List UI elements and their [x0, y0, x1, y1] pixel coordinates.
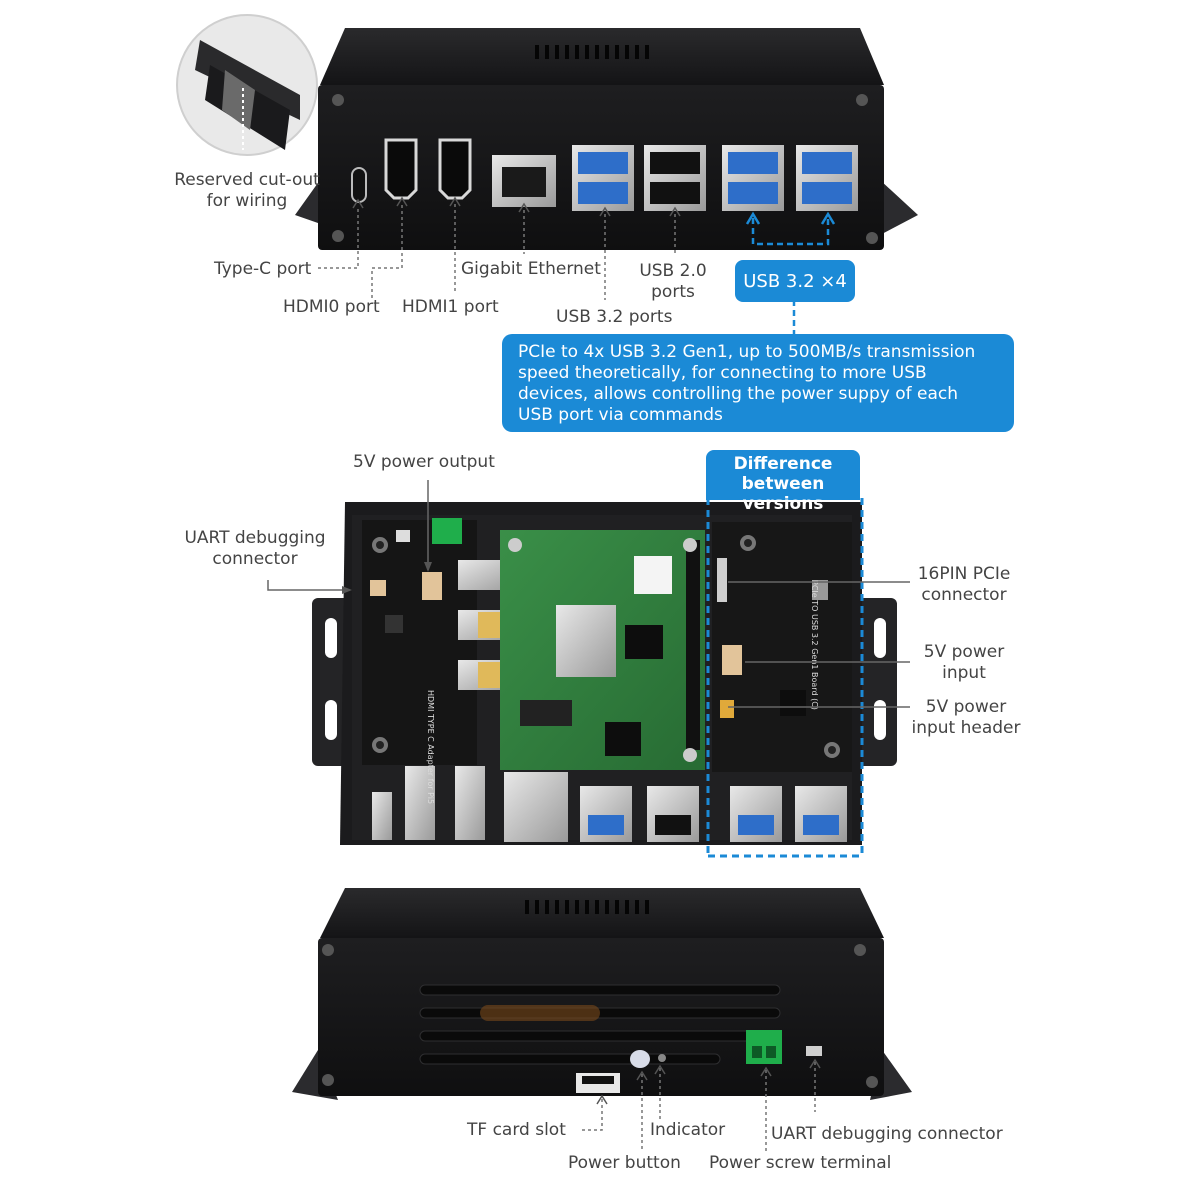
power-button: [630, 1050, 650, 1068]
pcie16-label: 16PIN PCIe connector: [917, 564, 1011, 605]
usb32-label: USB 3.2 ports: [556, 307, 673, 327]
difference-box: [706, 498, 864, 858]
hdmi-adapter-board: [362, 520, 477, 765]
power-output-terminal: [432, 518, 462, 544]
power-screw-terminal: [746, 1030, 782, 1064]
hdmi-adapter-print: HDMI TYPE C Adapter for Pi5: [426, 690, 435, 804]
rear-leaders: [582, 1062, 816, 1152]
gpio-header: [686, 540, 700, 750]
uart-debug-bottom-label: UART debugging connector: [771, 1124, 1003, 1144]
usb20-label: USB 2.0 ports: [639, 261, 707, 302]
gigabit-ethernet-label: Gigabit Ethernet: [461, 259, 601, 279]
hdmi1-label: HDMI1 port: [402, 297, 499, 317]
indicator-label: Indicator: [650, 1120, 726, 1140]
power-input-header-label: 5V power input header: [911, 697, 1021, 738]
case-lid: [320, 28, 884, 85]
usb-x4-bracket: [751, 218, 830, 334]
soc-heatspreader: [556, 605, 616, 677]
pcie-fpc-connector: [717, 558, 727, 602]
right-mount-ear: [880, 180, 918, 235]
vent-grille: [535, 45, 649, 59]
hdmi1-port: [438, 138, 472, 200]
pcie-description-note: PCIe to 4x USB 3.2 Gen1, up to 500MB/s t…: [502, 334, 1014, 432]
type-c-port: [351, 167, 367, 203]
type-c-label: Type-C port: [214, 259, 312, 279]
usb32x4-badge: USB 3.2 ×4: [735, 260, 855, 302]
cutout-inset: [176, 14, 318, 156]
usb32-pi-ports: [572, 145, 634, 211]
power-input-label: 5V power input: [923, 642, 1005, 683]
screw: [856, 94, 868, 106]
rear-view-case: [292, 888, 912, 1100]
tf-slot-label: TF card slot: [467, 1120, 566, 1140]
power-screw-label: Power screw terminal: [709, 1153, 892, 1173]
hdmi0-label: HDMI0 port: [283, 297, 380, 317]
front-view-case: [295, 28, 918, 250]
internal-leaders: [267, 480, 910, 708]
internal-view-case: HDMI TYPE C Adapter for Pi5 PCIe TO USB …: [312, 502, 897, 845]
uart-debug-top-label: UART debugging connector: [184, 528, 326, 569]
difference-versions-text: Difference between versions: [733, 454, 833, 514]
front-leaders: [318, 204, 676, 300]
power-output-label: 5V power output: [353, 452, 495, 472]
hdmi0-port: [384, 138, 418, 200]
screw: [332, 230, 344, 242]
reserved-cutout-label: Reserved cut-out for wiring: [174, 170, 320, 211]
difference-versions-tag: Difference between versions: [706, 450, 860, 514]
front-leader-arrows: [352, 196, 681, 217]
power-button-label: Power button: [568, 1153, 681, 1173]
screw: [332, 94, 344, 106]
screw: [866, 232, 878, 244]
indicator-led: [658, 1054, 666, 1062]
pcie-board-print: PCIe TO USB 3.2 Gen1 Board (C): [810, 580, 819, 710]
usb20-ports: [644, 145, 706, 211]
uart-port-rear: [806, 1046, 822, 1056]
usb32-expansion-ports: [722, 145, 858, 211]
